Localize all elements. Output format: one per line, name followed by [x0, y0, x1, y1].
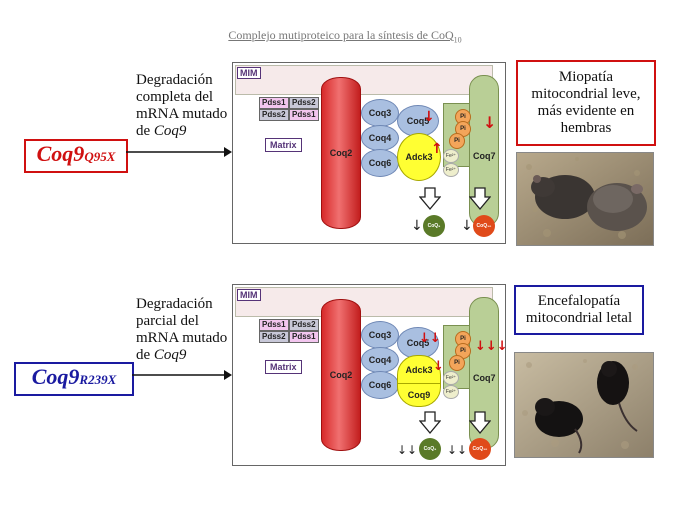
pointer-arrow: [126, 147, 232, 157]
phosphate-icon: Pi: [449, 355, 465, 371]
iron-icon: Fe²⁺: [443, 371, 459, 385]
coq10-level-arrow: ↓: [461, 218, 473, 234]
pathway-diagram: MIM Pdss1 Pdss2 Pdss2 Pdss1 Matrix Coq2 …: [232, 284, 508, 466]
pdss1-tag: Pdss1: [289, 109, 319, 121]
coq5-arrow: ↓: [423, 109, 435, 125]
phosphate-icon: Pi: [449, 133, 465, 149]
matrix-label: Matrix: [265, 360, 302, 374]
iron-icon: Fe²⁺: [443, 385, 459, 399]
coq3-protein: Coq3: [361, 321, 399, 349]
adck3-protein: Adck3: [397, 355, 441, 385]
degradation-text: Degradación completa del mRNA mutado de …: [136, 72, 228, 139]
coq9-product: CoQ₉: [419, 438, 441, 460]
phenotype-box: Miopatía mitocondrial leve, más evidente…: [516, 60, 656, 146]
figure-title: Complejo mutiproteico para la síntesis d…: [228, 28, 462, 45]
adck3-arrow: ↓: [433, 359, 444, 374]
mim-membrane: [235, 65, 493, 95]
flow-arrow-icon: [419, 411, 441, 435]
phenotype-box: Encefalopatía mitocondrial letal: [514, 285, 644, 335]
iron-icon: Fe²⁺: [443, 149, 459, 163]
adck3-arrow: ↑: [431, 141, 443, 157]
pdss2-tag: Pdss2: [259, 109, 289, 121]
flow-arrow-icon: [419, 187, 441, 211]
pdss1-tag: Pdss1: [289, 331, 319, 343]
coq6-protein: Coq6: [361, 149, 399, 177]
coq2-protein: Coq2: [321, 77, 361, 229]
pointer-arrow: [132, 370, 232, 380]
adck3-protein: Adck3: [397, 133, 441, 181]
coq10-product: CoQ₁₀: [469, 438, 491, 460]
coq5-protein: Coq5: [397, 327, 439, 359]
coq9-product: CoQ₉: [423, 215, 445, 237]
flow-arrow-icon: [469, 411, 491, 435]
mim-label: MIM: [237, 289, 261, 301]
coq9-level-arrow: ↓: [411, 218, 423, 234]
pdss2-tag: Pdss2: [289, 97, 319, 109]
degradation-text: Degradación parcial del mRNA mutado de C…: [136, 296, 228, 363]
coq7-arrow: ↓: [483, 113, 497, 132]
coq4-protein: Coq4: [361, 125, 399, 151]
coq2-protein: Coq2: [321, 299, 361, 451]
mim-membrane: [235, 287, 493, 317]
pathway-diagram: MIM Pdss1 Pdss2 Pdss2 Pdss1 Matrix Coq2 …: [232, 62, 506, 244]
coq4-protein: Coq4: [361, 347, 399, 373]
mouse-photo: [514, 352, 654, 458]
coq7-label: Coq7: [473, 373, 496, 383]
coq7-label: Coq7: [473, 151, 496, 161]
coq5-arrow: ↓↓: [419, 331, 441, 346]
pdss2-tag: Pdss2: [289, 319, 319, 331]
matrix-label: Matrix: [265, 138, 302, 152]
pdss1-tag: Pdss1: [259, 319, 289, 331]
mouse-photo: [516, 152, 654, 246]
coq3-protein: Coq3: [361, 99, 399, 127]
coq7-arrow: ↓↓↓: [475, 339, 508, 354]
pdss1-tag: Pdss1: [259, 97, 289, 109]
coq6-protein: Coq6: [361, 371, 399, 399]
mim-label: MIM: [237, 67, 261, 79]
coq9-protein: Coq9: [397, 383, 441, 407]
pdss2-tag: Pdss2: [259, 331, 289, 343]
flow-arrow-icon: [469, 187, 491, 211]
coq10-product: CoQ₁₀: [473, 215, 495, 237]
iron-icon: Fe²⁺: [443, 163, 459, 177]
